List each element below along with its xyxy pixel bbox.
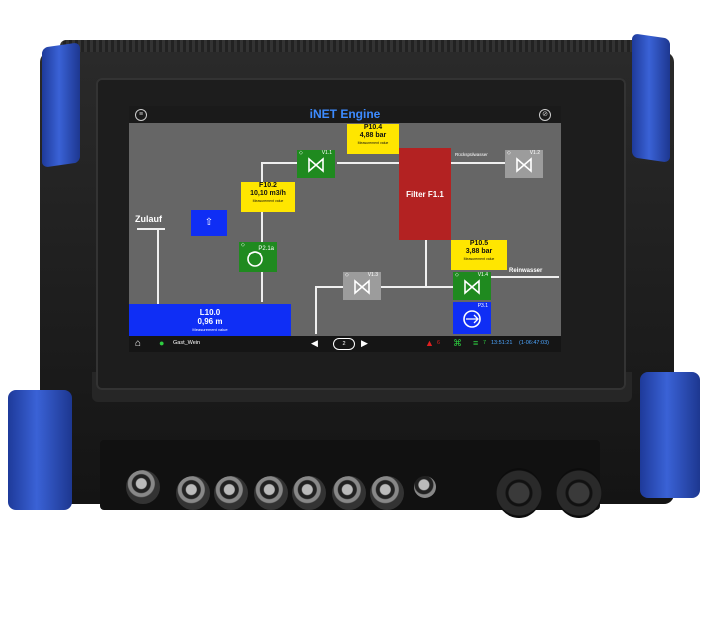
inlet-arrow-icon[interactable]: ⇧: [191, 210, 227, 236]
pipe: [261, 162, 297, 164]
valve-status-icon: ◇: [507, 150, 511, 156]
valve-status-icon: ◇: [299, 150, 303, 156]
pipe: [491, 276, 559, 278]
network-count: 7: [483, 340, 487, 346]
cable-gland: [556, 468, 602, 518]
page-indicator: 2: [333, 338, 355, 350]
pump-status-icon: ◇: [241, 242, 245, 248]
valve-label: V1.4: [477, 272, 488, 278]
right-bottom-bracket: [640, 372, 700, 498]
status-bar: ⌂ ● Gast_Wein ◀ 2 ▶ ▲ 6 ⌘ ≡ 7 13:51:21 (…: [129, 336, 561, 352]
pressure-tag-p10-4[interactable]: P10.4 4,88 bar Measurement value: [347, 124, 399, 154]
next-page-icon[interactable]: ▶: [361, 338, 368, 348]
right-top-bracket: [632, 33, 670, 163]
tag-value: 3,88 bar: [465, 248, 493, 255]
m12-port: [370, 476, 404, 510]
valve-v1-3[interactable]: ◇ V1.3: [343, 272, 381, 300]
pressure-tag-p10-5[interactable]: P10.5 3,88 bar Measurement value: [451, 240, 507, 270]
pump-label: P2.1a: [258, 246, 274, 252]
reinwasser-label: Reinwasser: [509, 268, 543, 274]
level-value: 0,96 m: [197, 317, 223, 326]
small-port: [414, 476, 436, 498]
pipe: [137, 228, 165, 230]
alarm-count: 6: [437, 340, 441, 346]
network-icon[interactable]: ⌘: [453, 338, 462, 348]
title-bar: ≡ iNET Engine ⊘: [129, 106, 561, 123]
valve-v1-4[interactable]: ◇ V1.4: [453, 272, 491, 300]
pump-label: P3.1: [477, 303, 488, 309]
tag-caption: Measurement value: [357, 141, 389, 145]
user-name[interactable]: Gast_Wein: [173, 340, 201, 346]
clock-time: 13:51:21: [491, 340, 513, 346]
zulauf-label: Zulauf: [135, 214, 162, 224]
pipe: [451, 162, 505, 164]
tag-caption: Measurement value: [463, 257, 495, 261]
level-tag-l10-0[interactable]: L10.0 0,96 m Measurement value: [129, 304, 291, 336]
prev-page-icon[interactable]: ◀: [311, 338, 318, 348]
pipe: [157, 228, 159, 306]
user-icon[interactable]: ●: [159, 338, 165, 348]
pump-icon: [463, 310, 481, 328]
pipe: [315, 286, 317, 334]
tag-name: P10.4: [363, 124, 383, 131]
m12-port: [254, 476, 288, 510]
valve-icon: [354, 279, 370, 295]
valve-icon: [516, 157, 532, 173]
compass-icon[interactable]: ⊘: [539, 109, 551, 121]
m12-port: [176, 476, 210, 510]
flow-tag-f10-2[interactable]: F10.2 10,10 m3/h Measurement value: [241, 182, 295, 212]
alarm-bell-icon[interactable]: ▲: [425, 338, 434, 348]
pipe: [315, 286, 453, 288]
cable-gland: [496, 468, 542, 518]
tag-name: F10.2: [259, 182, 277, 189]
tag-name: P10.5: [469, 240, 489, 247]
valve-status-icon: ◇: [345, 272, 349, 278]
hmi-screen: ≡ iNET Engine ⊘ P10.4 4,88 bar Measureme…: [129, 106, 561, 352]
m12-port: [332, 476, 366, 510]
pipe: [425, 240, 427, 286]
tag-value: 4,88 bar: [359, 132, 387, 139]
level-name: L10.0: [199, 308, 221, 317]
valve-icon: [464, 279, 480, 295]
valve-icon: [308, 157, 324, 173]
m12-port: [292, 476, 326, 510]
valve-v1-2[interactable]: ◇ V1.2: [505, 150, 543, 178]
home-icon[interactable]: ⌂: [135, 338, 142, 349]
uptime: (1-06:47:03): [519, 340, 549, 346]
pump-p2-1a[interactable]: ◇ P2.1a: [239, 242, 277, 272]
list-icon[interactable]: ≡: [473, 338, 479, 348]
pipe: [261, 162, 263, 302]
screen-title: iNET Engine: [309, 107, 381, 121]
valve-label: V1.1: [321, 150, 332, 156]
tag-value: 10,10 m3/h: [250, 190, 286, 197]
pipe: [337, 162, 399, 164]
level-caption: Measurement value: [192, 327, 228, 332]
valve-v1-1[interactable]: ◇ V1.1: [297, 150, 335, 178]
valve-status-icon: ◇: [455, 272, 459, 278]
tag-caption: Measurement value: [252, 199, 284, 203]
pump-p3-1[interactable]: P3.1: [453, 302, 491, 334]
filter-label: Filter F1.1: [406, 190, 444, 199]
valve-label: V1.3: [367, 272, 378, 278]
filter-f1-1[interactable]: Filter F1.1: [399, 148, 451, 240]
menu-icon[interactable]: ≡: [135, 109, 147, 121]
m12-port: [214, 476, 248, 510]
m12-port: [126, 470, 160, 504]
rueckspuel-label: Rückspülwasser: [455, 152, 488, 157]
left-top-bracket: [42, 42, 80, 168]
valve-label: V1.2: [529, 150, 540, 156]
pump-icon: [247, 251, 263, 267]
left-bottom-bracket: [8, 390, 72, 510]
